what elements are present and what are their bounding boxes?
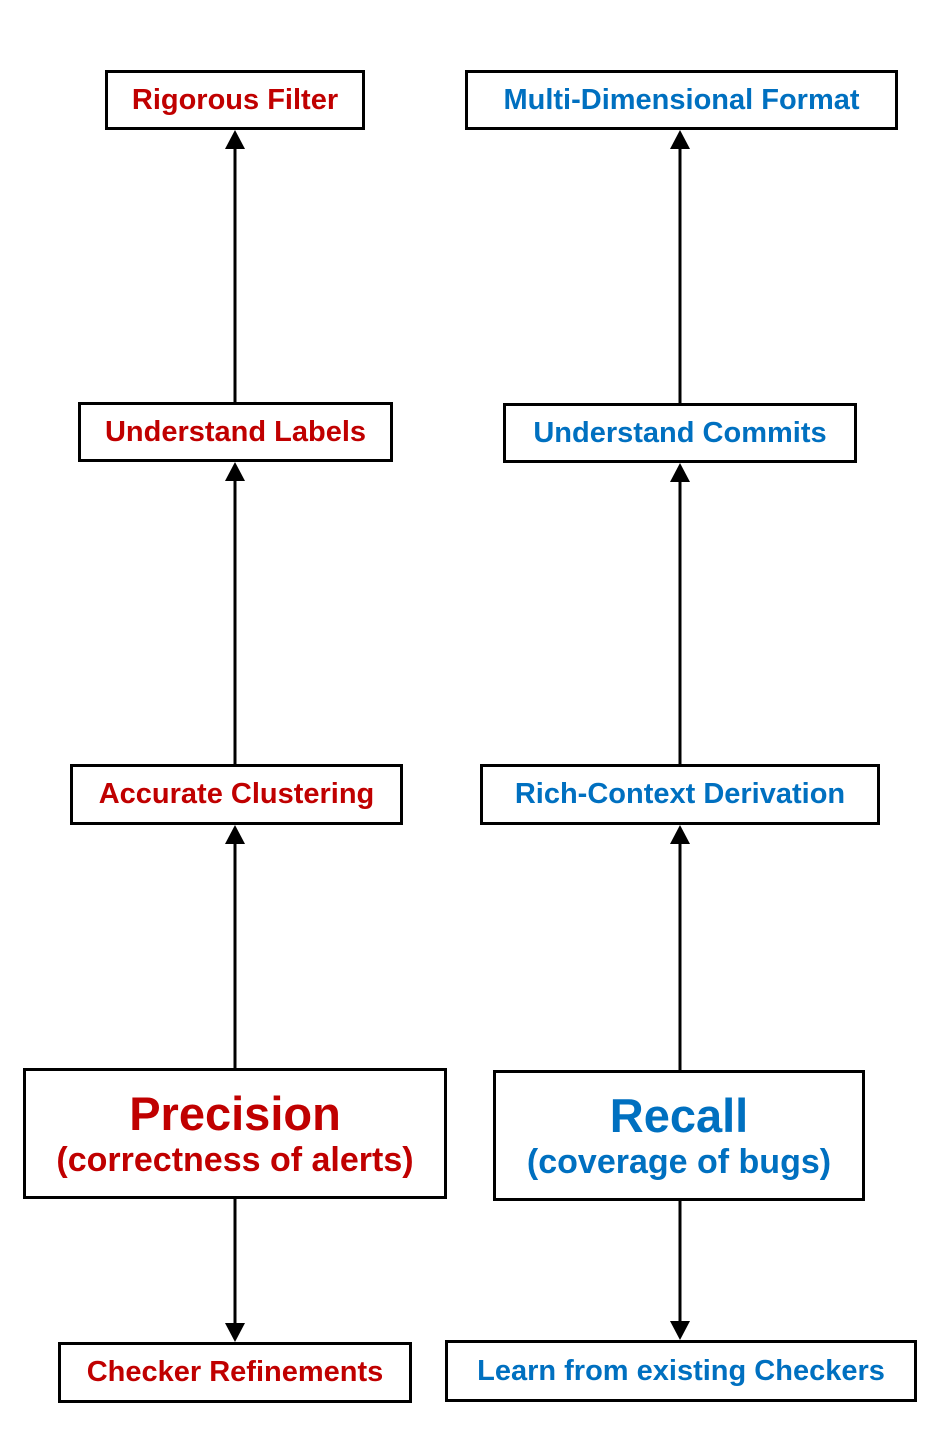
up-arrowhead-icon (670, 825, 690, 844)
down-arrowhead-icon (225, 1323, 245, 1342)
box-label: Rigorous Filter (131, 83, 339, 116)
box-label: Rich-Context Derivation (514, 778, 846, 810)
down-arrowhead-icon (670, 1321, 690, 1340)
box-precision: Precision (correctness of alerts) (23, 1068, 447, 1199)
arrow-shaft (233, 476, 237, 764)
arrow-shaft (678, 477, 682, 764)
arrow-shaft (678, 1201, 682, 1326)
connector-recall-to-rich-context-derivation (668, 825, 692, 1070)
box-label: Checker Refinements (86, 1356, 384, 1388)
precision-title: Precision (129, 1087, 341, 1141)
up-arrowhead-icon (225, 130, 245, 149)
arrow-shaft (233, 144, 237, 402)
box-label: Understand Commits (533, 416, 827, 449)
connector-accurate-clustering-to-understand-labels (223, 462, 247, 764)
box-recall: Recall (coverage of bugs) (493, 1070, 865, 1201)
up-arrowhead-icon (670, 463, 690, 482)
box-understand-labels: Understand Labels (78, 402, 393, 462)
connector-understand-commits-to-multi-dimensional-format (668, 130, 692, 403)
recall-title: Recall (609, 1089, 749, 1143)
connector-rich-context-derivation-to-understand-commits (668, 463, 692, 764)
box-rigorous-filter: Rigorous Filter (105, 70, 365, 130)
box-rich-context-derivation: Rich-Context Derivation (480, 764, 880, 825)
box-multi-dimensional-format: Multi-Dimensional Format (465, 70, 898, 130)
box-checker-refinements: Checker Refinements (58, 1342, 412, 1403)
box-label: Multi-Dimensional Format (503, 83, 860, 116)
recall-subtitle: (coverage of bugs) (526, 1142, 832, 1181)
box-label: Accurate Clustering (98, 778, 375, 810)
arrow-shaft (678, 144, 682, 403)
up-arrowhead-icon (670, 130, 690, 149)
connector-precision-to-checker-refinements (223, 1199, 247, 1342)
box-label: Learn from existing Checkers (477, 1354, 885, 1387)
box-understand-commits: Understand Commits (503, 403, 857, 463)
connector-recall-to-learn-from-existing-checkers (668, 1201, 692, 1340)
connector-understand-labels-to-rigorous-filter (223, 130, 247, 402)
up-arrowhead-icon (225, 462, 245, 481)
box-label: Understand Labels (104, 415, 367, 448)
precision-subtitle: (correctness of alerts) (56, 1140, 414, 1179)
box-learn-from-existing-checkers: Learn from existing Checkers (445, 1340, 917, 1402)
arrow-shaft (678, 839, 682, 1070)
arrow-shaft (233, 839, 237, 1068)
arrow-shaft (233, 1199, 237, 1328)
connector-precision-to-accurate-clustering (223, 825, 247, 1068)
up-arrowhead-icon (225, 825, 245, 844)
box-accurate-clustering: Accurate Clustering (70, 764, 403, 825)
